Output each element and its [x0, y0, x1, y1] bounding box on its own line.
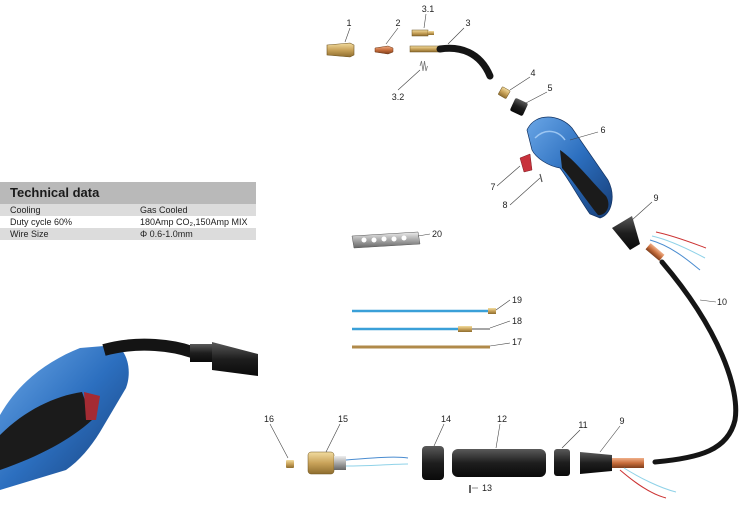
spec-value: Φ 0.6-1.0mm: [140, 229, 193, 239]
part-label: 3.1: [422, 4, 435, 14]
spec-label: Wire Size: [10, 229, 49, 239]
part-label: 1: [346, 18, 351, 28]
spec-label: Cooling: [10, 205, 41, 215]
table-row: Cooling Gas Cooled: [0, 204, 256, 216]
part-label: 20: [432, 229, 442, 239]
trigger-cable-connector: [645, 231, 707, 271]
trigger: [519, 153, 533, 173]
neck-nut: [498, 86, 511, 99]
part-label: 10: [717, 297, 727, 307]
spec-value: Gas Cooled: [140, 205, 188, 215]
leader-lines: [269, 13, 717, 489]
liner-18: [352, 326, 490, 332]
feed-bush: [286, 460, 294, 468]
tip-holder: [411, 29, 434, 37]
part-label: 6: [600, 125, 605, 135]
part-label: 18: [512, 316, 522, 326]
part-label: 9: [619, 416, 624, 426]
part-label: 5: [547, 83, 552, 93]
liner-19: [352, 308, 496, 314]
connector-sleeve: [452, 449, 546, 477]
connector-ring: [554, 449, 570, 476]
contact-tip: [374, 45, 394, 55]
part-label: 4: [530, 68, 535, 78]
part-label: 8: [502, 200, 507, 210]
part-label: 9: [653, 193, 658, 203]
lock-nut: [422, 446, 444, 480]
spec-value: 180Amp CO₂,150Amp MIX: [140, 217, 248, 227]
part-label: 3: [465, 18, 470, 28]
swan-neck: [409, 44, 494, 80]
power-cable: [652, 259, 739, 465]
part-label: 14: [441, 414, 451, 424]
part-label: 11: [578, 420, 587, 430]
part-label: 2: [395, 18, 400, 28]
part-label: 13: [482, 483, 492, 493]
spring-part: [419, 60, 428, 72]
technical-data-table: Technical data Cooling Gas Cooled Duty c…: [0, 182, 256, 240]
spec-label: Duty cycle 60%: [10, 217, 73, 227]
part-label: 15: [338, 414, 348, 424]
rear-cable-support-bottom: [580, 452, 612, 474]
table-row: Wire Size Φ 0.6-1.0mm: [0, 228, 256, 240]
part-label: 16: [264, 414, 274, 424]
part-label: 19: [512, 295, 522, 305]
gas-nozzle: [326, 42, 355, 58]
technical-data-title: Technical data: [0, 182, 256, 204]
torch-handle: [526, 116, 613, 219]
rear-cable-support-top: [612, 216, 640, 250]
rear-cable-connector: [612, 458, 677, 499]
torch-closeup-image: [0, 338, 258, 490]
part-label: 17: [512, 337, 522, 347]
table-row: Duty cycle 60% 180Amp CO₂,150Amp MIX: [0, 216, 256, 228]
neck-ring: [510, 98, 528, 116]
spanner-tool: [351, 231, 421, 249]
part-label: 3.2: [392, 92, 405, 102]
part-label: 12: [497, 414, 507, 424]
central-connector: [307, 451, 409, 475]
part-label: 7: [490, 182, 495, 192]
handle-screw: [539, 173, 543, 183]
